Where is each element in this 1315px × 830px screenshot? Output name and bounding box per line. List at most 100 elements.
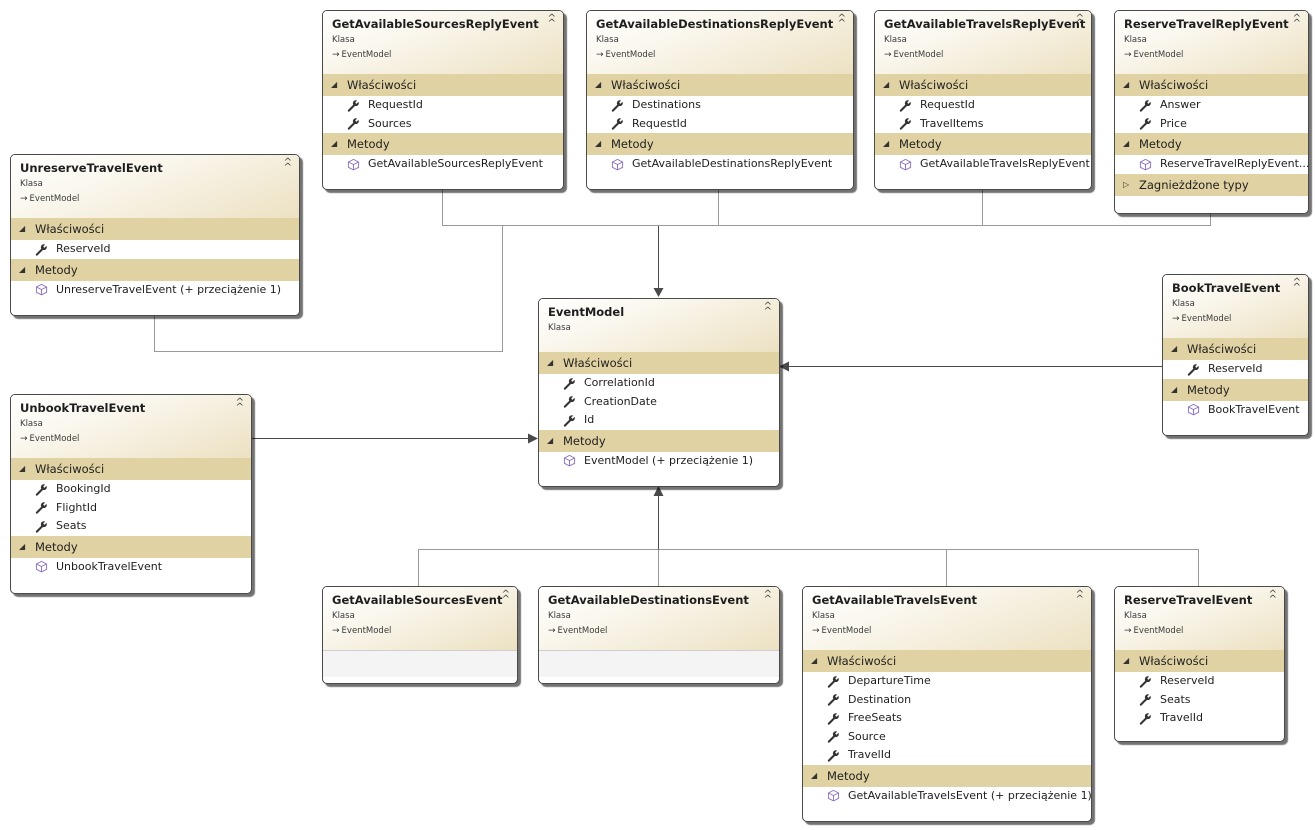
empty-members-area [539, 650, 779, 677]
nested-types-section-header[interactable]: ▷Zagnieżdżone typy [1115, 173, 1308, 196]
collapse-triangle-icon: ◢ [331, 80, 338, 89]
property-item[interactable]: Sources [323, 115, 563, 134]
property-item[interactable]: RequestId [587, 115, 853, 134]
method-item[interactable]: GetAvailableTravelsReplyEvent [875, 155, 1091, 174]
methods-section-header[interactable]: ◢Metody [803, 764, 1091, 787]
class-reserve-travel-event[interactable]: ReserveTravelEvent Klasa →EventModel ^^ … [1114, 586, 1285, 742]
property-item[interactable]: TravelItems [875, 115, 1091, 134]
class-get-available-destinations-reply-event[interactable]: GetAvailableDestinationsReplyEvent Klasa… [586, 10, 854, 190]
method-item[interactable]: GetAvailableTravelsEvent (+ przeciążenie… [803, 787, 1091, 806]
class-name: UnbookTravelEvent [20, 401, 146, 415]
property-item[interactable]: RequestId [323, 96, 563, 115]
property-item[interactable]: Price [1115, 115, 1308, 134]
methods-section-header[interactable]: ◢Metody [11, 258, 299, 281]
method-item[interactable]: EventModel (+ przeciążenie 1) [539, 452, 779, 471]
class-unbook-travel-event[interactable]: UnbookTravelEvent Klasa →EventModel ^^ ◢… [10, 394, 252, 594]
property-item[interactable]: RequestId [875, 96, 1091, 115]
class-get-available-destinations-event[interactable]: GetAvailableDestinationsEvent Klasa →Eve… [538, 586, 780, 684]
class-event-model[interactable]: EventModel Klasa ^^ ◢Właściwości Correla… [538, 298, 780, 487]
collapse-triangle-icon: ◢ [883, 80, 890, 89]
method-cube-icon [345, 155, 361, 174]
properties-section-header[interactable]: ◢Właściwości [1163, 338, 1308, 360]
properties-section-header[interactable]: ◢Właściwości [323, 74, 563, 96]
property-item[interactable]: ReserveId [1163, 360, 1308, 379]
method-item[interactable]: ReserveTravelReplyEvent... [1115, 155, 1308, 174]
properties-section-header[interactable]: ◢Właściwości [539, 352, 779, 374]
property-item[interactable]: Seats [1115, 691, 1284, 710]
class-name: GetAvailableDestinationsEvent [548, 593, 749, 607]
method-item[interactable]: BookTravelEvent [1163, 401, 1308, 420]
property-item[interactable]: ReserveId [1115, 672, 1284, 691]
method-item[interactable]: UnreserveTravelEvent (+ przeciążenie 1) [11, 281, 299, 300]
methods-section-header[interactable]: ◢Metody [1115, 133, 1308, 155]
properties-section-header[interactable]: ◢Właściwości [11, 458, 251, 480]
connector-bottom-bus [418, 549, 1199, 586]
class-unreserve-travel-event[interactable]: UnreserveTravelEvent Klasa →EventModel ^… [10, 154, 300, 316]
class-get-available-travels-event[interactable]: GetAvailableTravelsEvent Klasa →EventMod… [802, 586, 1092, 822]
collapse-chevron-icon[interactable]: ^^ [547, 13, 556, 29]
method-item[interactable]: GetAvailableSourcesReplyEvent [323, 155, 563, 174]
property-item[interactable]: ReserveId [11, 240, 299, 259]
collapse-chevron-icon[interactable]: ^^ [763, 589, 772, 605]
inherits-arrow-icon: → [332, 50, 340, 60]
collapse-chevron-icon[interactable]: ^^ [1292, 277, 1301, 293]
collapse-chevron-icon[interactable]: ^^ [1075, 589, 1084, 605]
methods-section-header[interactable]: ◢Metody [11, 535, 251, 558]
property-item[interactable]: Seats [11, 517, 251, 536]
properties-section-header[interactable]: ◢Właściwości [11, 218, 299, 240]
property-item[interactable]: FreeSeats [803, 709, 1091, 728]
property-item[interactable]: Destinations [587, 96, 853, 115]
class-get-available-sources-reply-event[interactable]: GetAvailableSourcesReplyEvent Klasa →Eve… [322, 10, 564, 190]
properties-section-header[interactable]: ◢Właściwości [1115, 74, 1308, 96]
collapse-chevron-icon[interactable]: ^^ [1292, 13, 1301, 29]
collapse-chevron-icon[interactable]: ^^ [763, 301, 772, 317]
methods-section-header[interactable]: ◢Metody [587, 133, 853, 155]
methods-section-header[interactable]: ◢Metody [875, 133, 1091, 155]
class-kind: Klasa [1124, 611, 1147, 621]
class-name: GetAvailableTravelsEvent [812, 593, 978, 607]
class-kind: Klasa [20, 419, 43, 429]
class-header: GetAvailableTravelsEvent Klasa →EventMod… [803, 587, 1091, 650]
property-item[interactable]: Answer [1115, 96, 1308, 115]
wrench-icon [561, 411, 577, 430]
property-item[interactable]: CreationDate [539, 393, 779, 412]
collapse-chevron-icon[interactable]: ^^ [283, 157, 292, 173]
class-get-available-travels-reply-event[interactable]: GetAvailableTravelsReplyEvent Klasa →Eve… [874, 10, 1092, 190]
collapse-chevron-icon[interactable]: ^^ [501, 589, 510, 605]
property-item[interactable]: CorrelationId [539, 374, 779, 393]
property-item[interactable]: FlightId [11, 499, 251, 518]
methods-section-header[interactable]: ◢Metody [539, 429, 779, 452]
collapse-triangle-icon: ◢ [19, 224, 26, 233]
method-item[interactable]: GetAvailableDestinationsReplyEvent [587, 155, 853, 174]
method-item[interactable]: UnbookTravelEvent [11, 558, 251, 577]
wrench-icon [561, 393, 577, 412]
collapse-chevron-icon[interactable]: ^^ [1075, 13, 1084, 29]
class-kind: Klasa [812, 611, 835, 621]
property-item[interactable]: Destination [803, 691, 1091, 710]
collapse-chevron-icon[interactable]: ^^ [235, 397, 244, 413]
property-item[interactable]: Id [539, 411, 779, 430]
class-name: GetAvailableTravelsReplyEvent [884, 17, 1086, 31]
property-item[interactable]: TravelId [803, 746, 1091, 765]
methods-section-header[interactable]: ◢Metody [1163, 378, 1308, 401]
class-book-travel-event[interactable]: BookTravelEvent Klasa →EventModel ^^ ◢Wł… [1162, 274, 1309, 436]
class-get-available-sources-event[interactable]: GetAvailableSourcesEvent Klasa →EventMod… [322, 586, 518, 684]
property-item[interactable]: DepartureTime [803, 672, 1091, 691]
property-item[interactable]: TravelId [1115, 709, 1284, 728]
properties-section-header[interactable]: ◢Właściwości [587, 74, 853, 96]
wrench-icon [33, 517, 49, 536]
class-kind: Klasa [548, 611, 571, 621]
base-class: →EventModel [812, 626, 872, 636]
property-item[interactable]: Source [803, 728, 1091, 747]
methods-section-header[interactable]: ◢Metody [323, 133, 563, 155]
collapse-chevron-icon[interactable]: ^^ [1268, 589, 1277, 605]
properties-section-header[interactable]: ◢Właściwości [803, 650, 1091, 672]
collapse-chevron-icon[interactable]: ^^ [837, 13, 846, 29]
collapse-triangle-icon: ◢ [595, 139, 602, 148]
properties-section-header[interactable]: ◢Właściwości [1115, 650, 1284, 672]
property-item[interactable]: BookingId [11, 480, 251, 499]
class-reserve-travel-reply-event[interactable]: ReserveTravelReplyEvent Klasa →EventMode… [1114, 10, 1309, 214]
method-cube-icon [33, 281, 49, 300]
class-name: GetAvailableSourcesReplyEvent [332, 17, 539, 31]
properties-section-header[interactable]: ◢Właściwości [875, 74, 1091, 96]
